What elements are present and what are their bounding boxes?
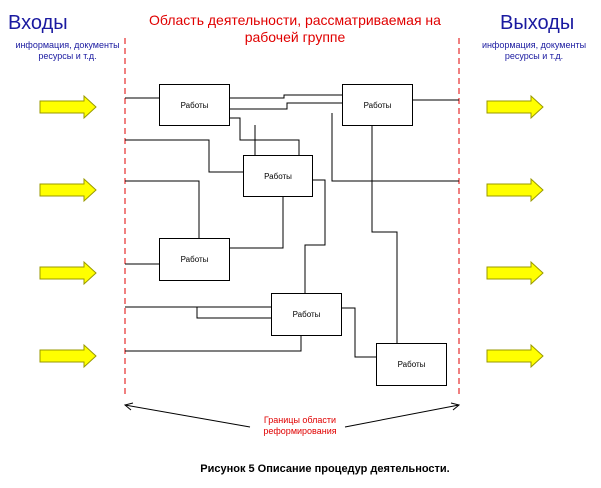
output-arrow-1 xyxy=(486,94,544,120)
figure-caption: Рисунок 5 Описание процедур деятельности… xyxy=(200,463,450,475)
process-box-5: Работы xyxy=(271,293,342,336)
boundary-label: Границы области реформирования xyxy=(263,415,337,436)
process-box-2: Работы xyxy=(342,84,413,126)
output-arrow-4 xyxy=(486,343,544,369)
activity-area-title: Область деятельности, рассматриваемая на… xyxy=(149,12,441,45)
process-box-4: Работы xyxy=(159,238,230,281)
output-arrow-3 xyxy=(486,260,544,286)
outputs-title: Выходы xyxy=(500,12,575,34)
input-arrow-1 xyxy=(39,94,97,120)
input-arrow-2 xyxy=(39,177,97,203)
inputs-title: Входы xyxy=(8,12,68,34)
boundary-arrows xyxy=(123,402,461,428)
input-arrows xyxy=(39,94,97,369)
input-arrow-4 xyxy=(39,343,97,369)
inputs-subtitle: информация, документы ресурсы и т.д. xyxy=(15,40,120,61)
process-box-3: Работы xyxy=(243,155,313,197)
output-arrow-2 xyxy=(486,177,544,203)
output-arrows xyxy=(486,94,544,369)
input-arrow-3 xyxy=(39,260,97,286)
connector-lines xyxy=(125,94,459,358)
process-box-6: Работы xyxy=(376,343,447,386)
outputs-subtitle: информация, документы ресурсы и т.д. xyxy=(481,40,587,61)
process-box-1: Работы xyxy=(159,84,230,126)
